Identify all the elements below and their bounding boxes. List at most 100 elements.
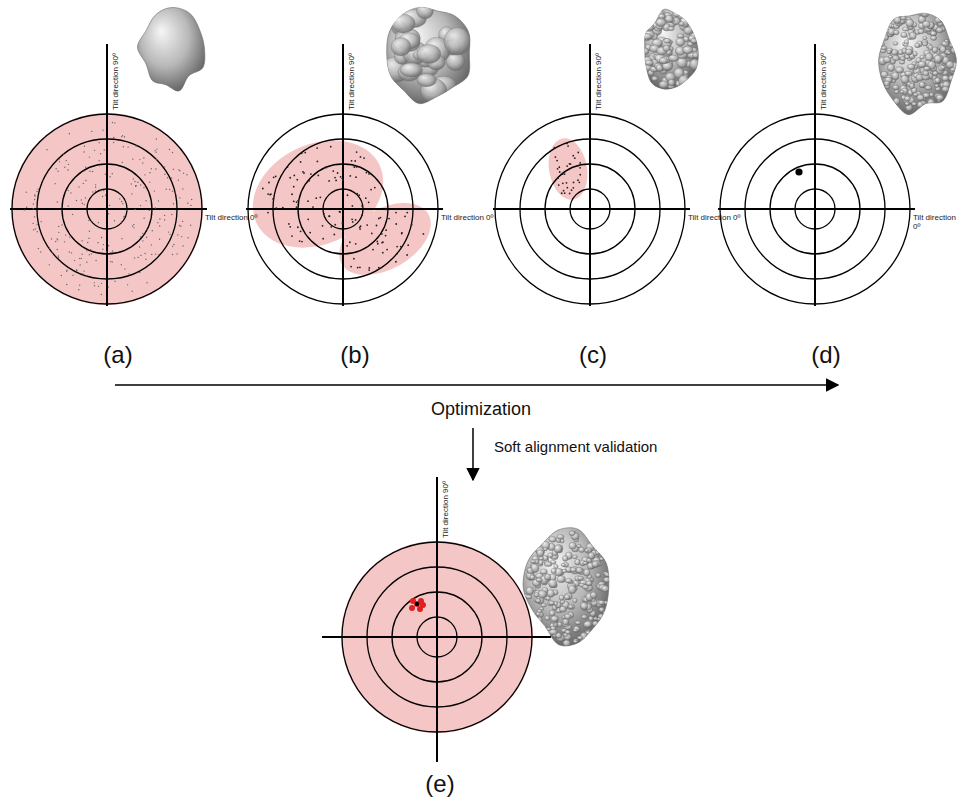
map-detail (904, 96, 910, 101)
orientation-dot (564, 192, 566, 194)
map-detail (923, 71, 929, 76)
panel-label: (c) (579, 341, 607, 369)
orientation-dot (142, 233, 143, 234)
map-detail (578, 576, 584, 580)
orientation-dot (339, 211, 341, 213)
map-detail (655, 11, 664, 19)
orientation-dot (89, 254, 90, 255)
map-detail (676, 38, 685, 46)
map-detail (551, 568, 556, 573)
orientation-dot (352, 221, 354, 223)
map-detail (951, 47, 959, 53)
map-detail (573, 639, 578, 643)
map-detail (947, 51, 951, 54)
orientation-dot (174, 192, 175, 193)
map-detail (539, 624, 546, 630)
orientation-dot (346, 245, 348, 247)
orientation-dot (140, 236, 141, 237)
map-detail (933, 78, 940, 84)
orientation-dot (142, 162, 143, 163)
orientation-dot (143, 157, 144, 158)
orientation-dot (395, 223, 397, 225)
orientation-dot (349, 241, 351, 243)
map-detail (417, 2, 434, 19)
map-detail (584, 549, 588, 552)
orientation-dot (187, 237, 188, 238)
density-map (879, 9, 959, 115)
map-detail (643, 24, 654, 31)
orientation-dot (103, 244, 104, 245)
map-detail (573, 640, 577, 643)
orientation-dot (66, 271, 67, 272)
orientation-dot (69, 251, 70, 252)
orientation-dot (273, 176, 275, 178)
orientation-dot (268, 182, 270, 184)
orientation-dot (24, 209, 25, 210)
orientation-dot (182, 221, 183, 222)
orientation-dot (307, 200, 309, 202)
orientation-dot (91, 131, 92, 132)
orientation-dot (95, 184, 96, 185)
orientation-dot (89, 231, 90, 232)
orientation-dot (365, 197, 367, 199)
orientation-dot (84, 145, 85, 146)
orientation-dot (134, 257, 135, 258)
map-detail (530, 575, 535, 580)
orientation-dot (135, 185, 136, 186)
orientation-dot (143, 187, 144, 188)
orientation-dot (121, 201, 122, 202)
orientation-dot (569, 193, 571, 195)
orientation-dot (69, 133, 70, 134)
orientation-dot (149, 181, 150, 182)
map-detail (564, 634, 572, 641)
orientation-dot (79, 284, 80, 285)
map-detail (928, 99, 935, 106)
map-detail (906, 19, 914, 27)
orientation-dot (293, 200, 295, 202)
map-surface (387, 7, 470, 103)
map-detail (656, 65, 663, 72)
orientation-dot (577, 179, 579, 181)
axis-label: Tilt direction 90º (347, 53, 356, 110)
orientation-dot (34, 199, 35, 200)
orientation-dot (65, 234, 66, 235)
orientation-dot (57, 249, 58, 250)
map-detail (950, 68, 956, 72)
orientation-dot (267, 212, 269, 214)
orientation-dot (315, 197, 317, 199)
axis-line (589, 44, 591, 306)
map-detail (444, 28, 470, 56)
map-detail (925, 85, 932, 90)
density-map (138, 8, 205, 92)
orientation-dot (128, 273, 129, 274)
map-detail (940, 46, 946, 52)
axis-line (246, 208, 443, 210)
orientation-dot (181, 236, 182, 237)
orientation-dot (179, 225, 180, 226)
map-detail (563, 619, 569, 625)
orientation-dot (72, 275, 73, 276)
map-detail (557, 534, 564, 539)
orientation-dot (579, 174, 581, 176)
orientation-dot (562, 173, 564, 175)
orientation-dot (155, 168, 156, 169)
orientation-dot (353, 164, 355, 166)
map-detail (526, 587, 534, 595)
orientation-dot (104, 149, 105, 150)
map-detail (588, 552, 595, 559)
map-detail (906, 50, 912, 55)
map-detail (563, 640, 571, 647)
orientation-dot (158, 200, 159, 201)
orientation-dot (57, 201, 58, 202)
orientation-dot (330, 146, 332, 148)
axis-label: Tilt direction 90º (594, 53, 603, 110)
orientation-dot (317, 174, 319, 176)
map-detail (382, 2, 471, 103)
orientation-dot (293, 175, 295, 177)
axis-label: Tilt direction 0º (688, 213, 740, 222)
orientation-dot (396, 246, 398, 248)
orientation-dot (123, 216, 124, 217)
map-detail (918, 61, 926, 67)
map-detail (930, 31, 936, 36)
orientation-dot (164, 166, 165, 167)
